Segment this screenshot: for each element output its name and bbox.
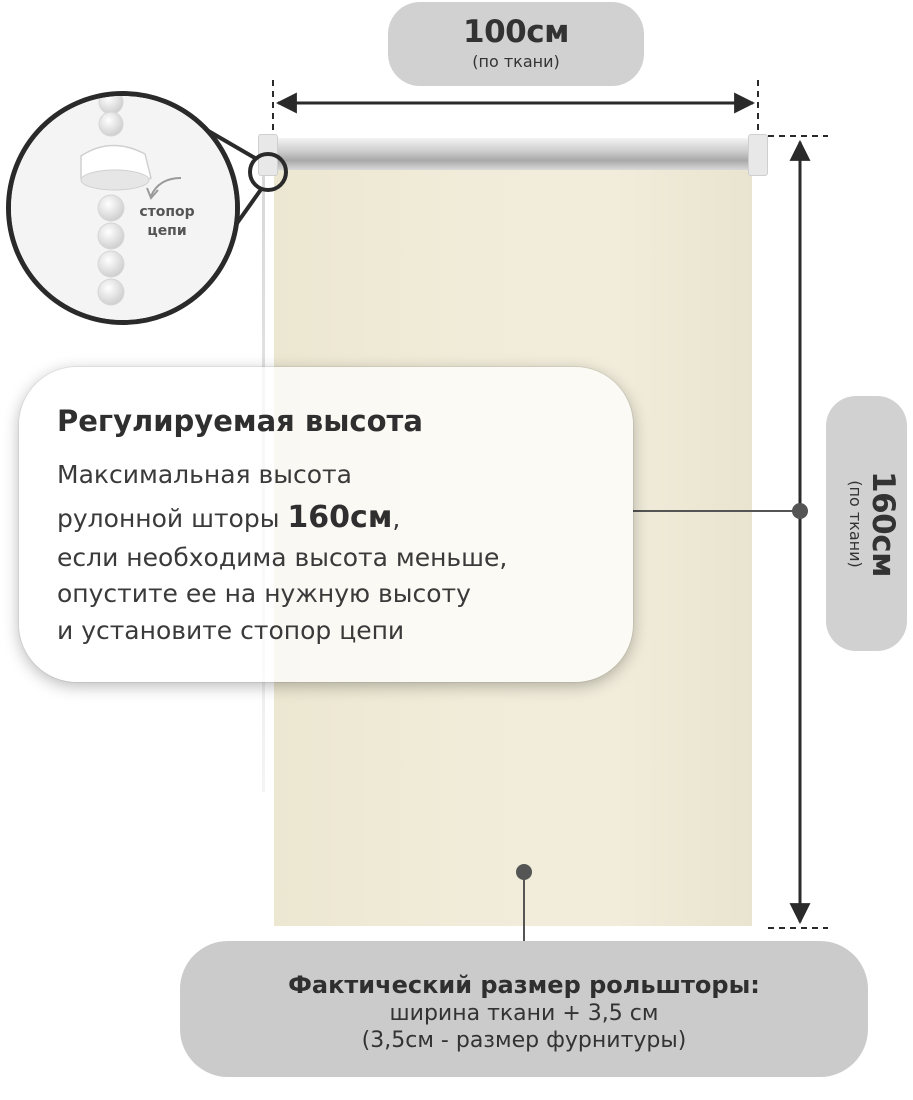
chain-stopper-icon bbox=[11, 96, 235, 320]
info-line-5: и установите стопор цепи bbox=[57, 616, 405, 645]
width-label: 100см (по ткани) bbox=[388, 2, 644, 86]
info-line-1: Максимальная высота bbox=[57, 460, 352, 489]
right-bracket bbox=[748, 134, 768, 176]
height-label: 160см (по ткани) bbox=[826, 396, 907, 651]
actual-size-card: Фактический размер рольшторы: ширина тка… bbox=[180, 941, 868, 1077]
chain-stopper-label-line1: стопор bbox=[139, 204, 195, 220]
adjustable-height-card bbox=[19, 367, 633, 682]
info-max-height-value: 160см bbox=[287, 500, 393, 535]
info-line-2-prefix: рулонной шторы bbox=[57, 504, 288, 533]
width-note: (по ткани) bbox=[472, 52, 560, 71]
actual-size-line-1: ширина ткани + 3,5 см bbox=[389, 1001, 659, 1026]
adjustable-height-title: Регулируемая высота bbox=[57, 404, 423, 438]
zoom-target-ring bbox=[248, 152, 288, 192]
chain-stopper-label: стопор цепи bbox=[122, 203, 212, 241]
chain-stopper-zoom bbox=[6, 91, 240, 325]
actual-size-line-2: (3,5см - размер фурнитуры) bbox=[361, 1028, 687, 1053]
info-line-2: рулонной шторы 160см, bbox=[57, 500, 400, 535]
info-line-2-suffix: , bbox=[392, 504, 401, 533]
actual-size-title: Фактический размер рольшторы: bbox=[288, 971, 760, 999]
info-callout-dot bbox=[792, 503, 808, 519]
info-line-3: если необходима высота меньше, bbox=[57, 543, 508, 572]
info-line-4: опустите ее на нужную высоту bbox=[57, 579, 471, 608]
chain-stopper-label-line2: цепи bbox=[147, 223, 187, 239]
width-value: 100см bbox=[463, 14, 569, 50]
roller-tube bbox=[268, 138, 758, 170]
